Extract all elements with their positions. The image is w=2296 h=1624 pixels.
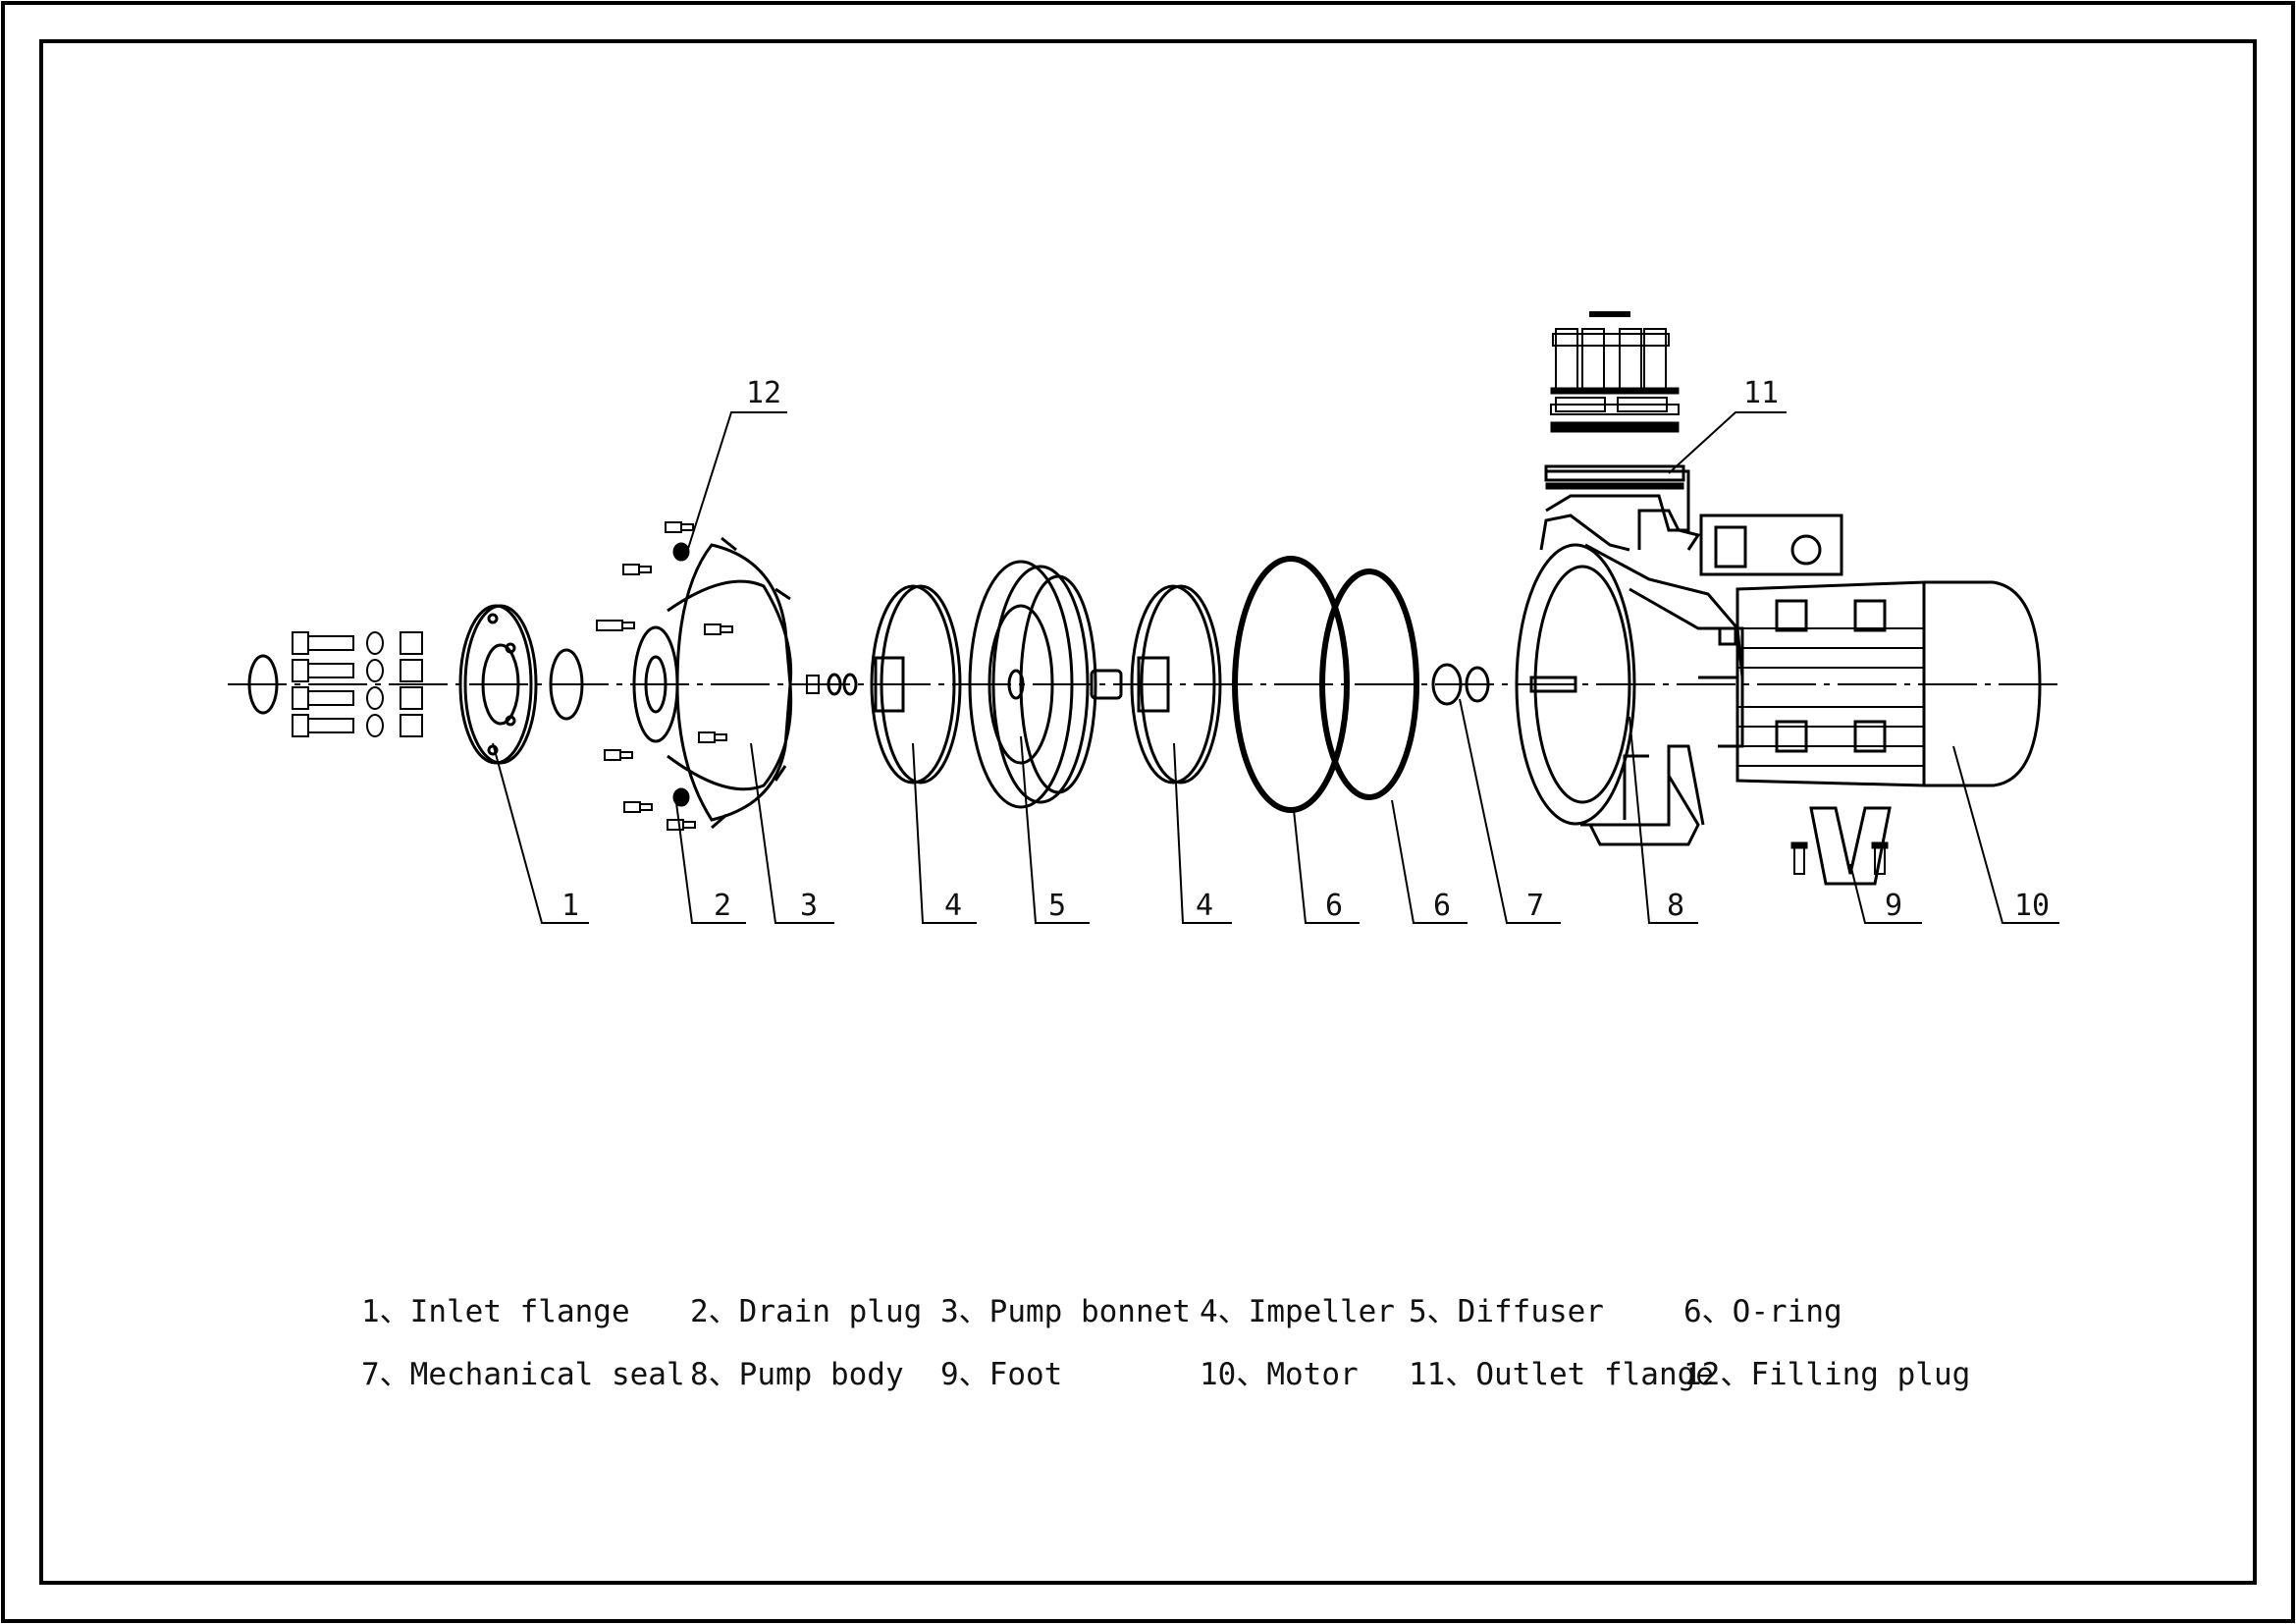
callout-6b: 6 bbox=[1433, 889, 1451, 923]
parts-legend: 1、Inlet flange 2、Drain plug 3、Pump bonne… bbox=[361, 1294, 1970, 1392]
legend-item-12: 12、Filling plug bbox=[1683, 1357, 1970, 1392]
legend-item-4: 4、Impeller bbox=[1200, 1294, 1395, 1329]
leader-lines bbox=[492, 411, 2059, 924]
callout-10: 10 bbox=[2014, 889, 2050, 923]
legend-item-10: 10、Motor bbox=[1200, 1357, 1359, 1392]
callout-5: 5 bbox=[1048, 889, 1066, 923]
callout-11: 11 bbox=[1743, 376, 1779, 410]
o-ring-large-a bbox=[1232, 556, 1350, 813]
shaft-spacers bbox=[806, 673, 858, 696]
callout-4a: 4 bbox=[944, 889, 962, 923]
impeller-part-b bbox=[1130, 584, 1222, 785]
callout-4b: 4 bbox=[1196, 889, 1213, 923]
diffuser-part bbox=[968, 560, 1097, 809]
callout-7: 7 bbox=[1526, 889, 1544, 923]
outlet-bolts-group bbox=[1552, 311, 1670, 412]
callout-3: 3 bbox=[800, 889, 818, 923]
outlet-flange-part bbox=[1544, 387, 1685, 490]
legend-item-8: 8、Pump body bbox=[690, 1357, 904, 1392]
inner-border bbox=[39, 39, 2257, 1585]
motor-part bbox=[1699, 514, 2042, 787]
legend-item-11: 11、Outlet flange bbox=[1409, 1357, 1714, 1392]
legend-item-6: 6、O-ring bbox=[1683, 1294, 1842, 1329]
callout-9: 9 bbox=[1885, 889, 1902, 923]
inlet-o-ring bbox=[247, 654, 279, 715]
legend-item-2: 2、Drain plug bbox=[690, 1294, 922, 1329]
flange-gasket bbox=[549, 648, 584, 721]
legend-item-3: 3、Pump bonnet bbox=[940, 1294, 1191, 1329]
callout-1: 1 bbox=[561, 889, 579, 923]
pump-body-part bbox=[1515, 469, 1744, 846]
legend-item-5: 5、Diffuser bbox=[1409, 1294, 1604, 1329]
callout-8: 8 bbox=[1667, 889, 1684, 923]
legend-item-1: 1、Inlet flange bbox=[361, 1294, 630, 1329]
mechanical-seal-part bbox=[1431, 663, 1490, 706]
callout-6a: 6 bbox=[1325, 889, 1343, 923]
shaft-sleeve bbox=[1090, 669, 1123, 700]
impeller-part-a bbox=[870, 584, 962, 785]
callout-12: 12 bbox=[746, 376, 781, 410]
pump-bonnet-part bbox=[596, 521, 793, 831]
foot-part bbox=[1790, 806, 1892, 886]
legend-item-7: 7、Mechanical seal bbox=[361, 1357, 685, 1392]
legend-item-9: 9、Foot bbox=[940, 1357, 1062, 1392]
callout-2: 2 bbox=[714, 889, 731, 923]
o-ring-large-b bbox=[1319, 568, 1419, 800]
inlet-bolts-group bbox=[292, 631, 423, 737]
